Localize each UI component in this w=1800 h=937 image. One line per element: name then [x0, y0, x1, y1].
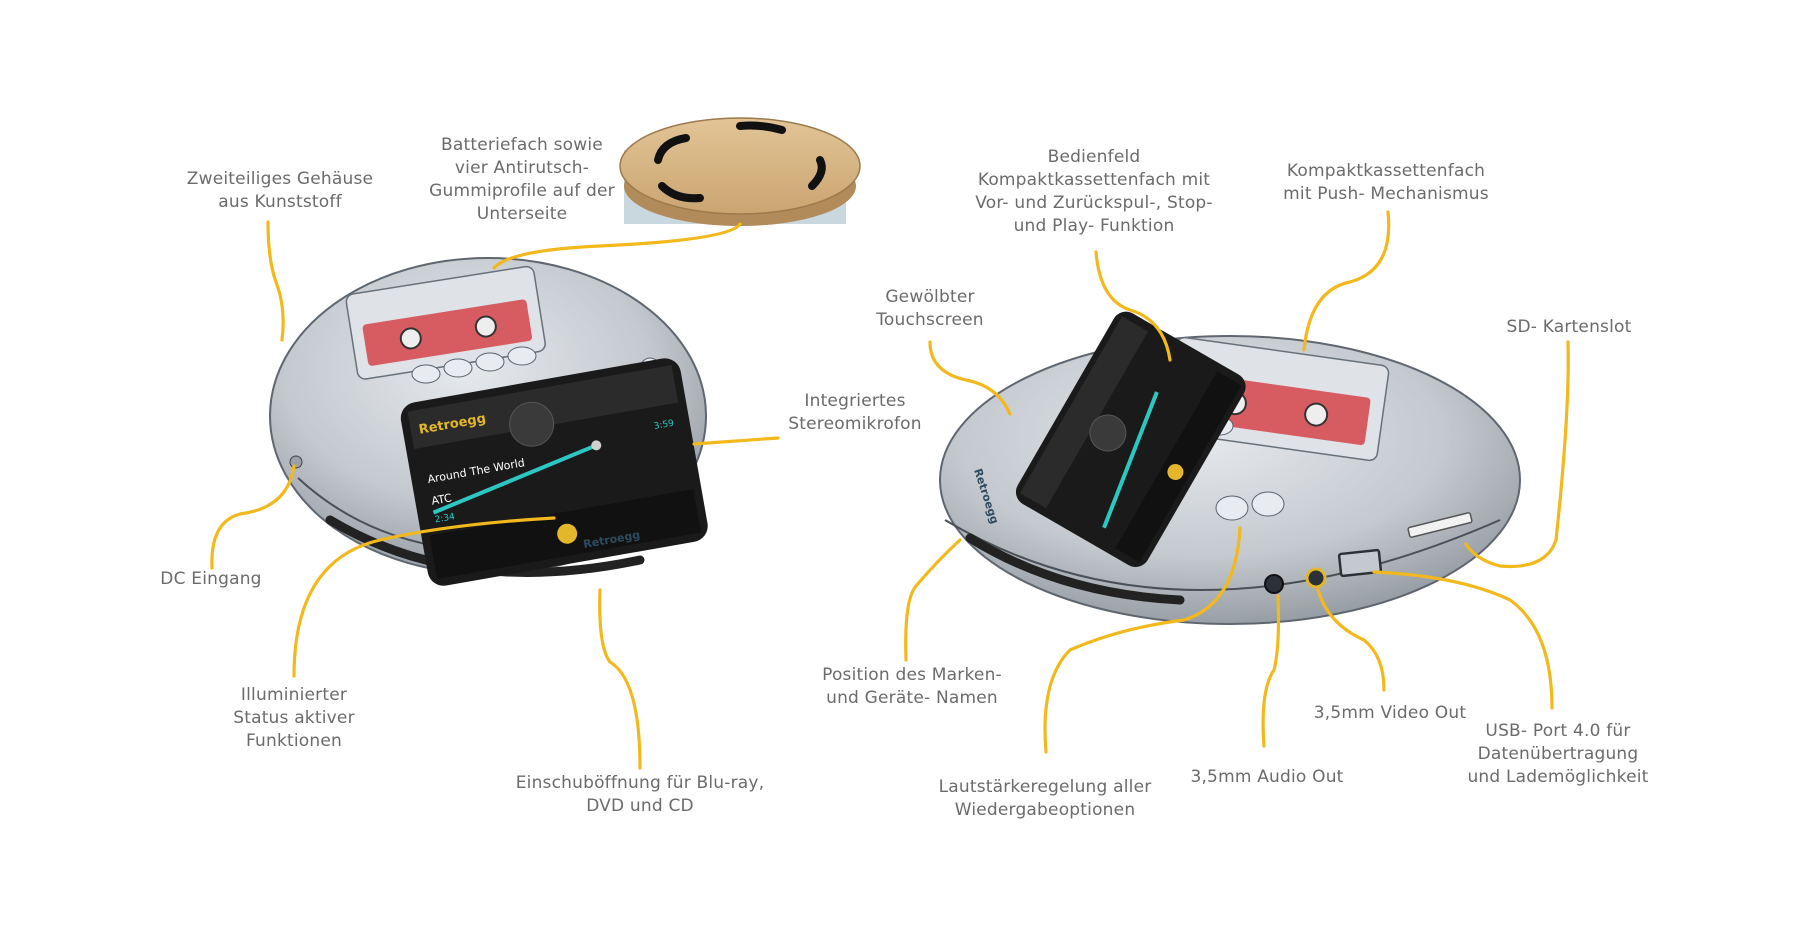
seam-line [944, 519, 1501, 591]
label-microphone: Integriertes Stereomikrofon [788, 391, 922, 434]
play-pause-icon [1089, 414, 1127, 452]
volume-down-button [1215, 495, 1249, 521]
forward-button [443, 358, 473, 378]
label-cassette-slot: Kompaktkassettenfach mit Push- Mechanism… [1283, 161, 1489, 204]
leader-cassette-slot [1302, 210, 1391, 352]
progress-bar [432, 443, 598, 515]
usb-port [1337, 548, 1383, 578]
volume-up-button [1251, 491, 1285, 517]
rubber-foot [808, 156, 826, 190]
label-sd-slot: SD- Kartenslot [1506, 317, 1632, 337]
leader-lines [210, 210, 1570, 770]
dc-jack [289, 455, 303, 469]
progress-thumb [591, 440, 602, 451]
leader-volume [1043, 526, 1242, 754]
cassette-compartment [345, 265, 546, 380]
label-touchscreen: Gewölbter Touchscreen [876, 287, 984, 330]
rubber-foot [658, 182, 704, 203]
label-disc-slot: Einschuböffnung für Blu-ray, DVD und CD [515, 773, 765, 816]
leader-battery [492, 222, 742, 270]
label-brand-position: Position des Marken- und Geräte- Namen [822, 665, 1002, 708]
record-icon [1167, 464, 1184, 481]
rubber-foot [654, 134, 690, 164]
label-video-out: 3,5mm Video Out [1313, 703, 1467, 723]
leader-usb [1372, 570, 1554, 710]
screen-panel [1015, 311, 1246, 567]
leader-control-panel [1094, 250, 1172, 362]
rewind-button [411, 364, 441, 384]
label-usb: USB- Port 4.0 für Datenübertragung und L… [1467, 721, 1649, 787]
record-icon [557, 523, 578, 544]
leader-sd-slot [1464, 340, 1570, 569]
progress-bar [1102, 391, 1159, 529]
leader-housing [266, 220, 285, 342]
left-device-illustration: Retroegg Around The World ATC 2:34 3:59 … [269, 257, 708, 586]
rubber-foot [736, 121, 786, 134]
touchscreen: Retroegg Around The World ATC 2:34 3:59 [400, 358, 708, 586]
audio-jack [1264, 574, 1284, 594]
screen-header [1020, 316, 1149, 509]
label-audio-out: 3,5mm Audio Out [1190, 767, 1344, 787]
leader-touchscreen [928, 340, 1012, 416]
leader-dc-in [210, 464, 296, 570]
touchscreen [1015, 311, 1246, 567]
stop-button [475, 352, 505, 372]
label-control-panel: Bedienfeld Kompaktkassettenfach mit Vor-… [975, 147, 1213, 236]
leader-disc-slot [598, 588, 642, 770]
label-dc-in: DC Eingang [160, 569, 262, 589]
label-battery: Batteriefach sowie vier Antirutsch- Gumm… [429, 135, 615, 224]
label-illuminated: Illuminierter Status aktiver Funktionen [233, 685, 355, 751]
right-device-illustration: Retroegg [939, 311, 1521, 625]
play-pause-icon [509, 401, 555, 447]
leader-audio-out [1261, 594, 1281, 748]
sd-slot [1407, 512, 1473, 538]
time-total: 3:59 [653, 419, 675, 432]
leader-brand-position [904, 538, 962, 662]
track-artist: ATC [430, 491, 453, 507]
leader-video-out [1316, 588, 1386, 692]
leader-microphone [692, 436, 780, 446]
time-elapsed: 2:34 [434, 512, 456, 525]
cassette-reel [1304, 402, 1329, 427]
video-jack [1305, 567, 1327, 589]
label-volume: Lautstärkeregelung aller Wiedergabeoptio… [938, 777, 1152, 820]
label-housing: Zweiteiliges Gehäuse aus Kunststoff [186, 169, 374, 212]
cassette-label [362, 299, 533, 366]
battery-underside-illustration [619, 117, 861, 226]
disc-slot [965, 533, 1185, 605]
play-button [507, 346, 537, 366]
cassette-reel [474, 315, 497, 338]
leader-illuminated [292, 516, 556, 678]
cassette-reel [399, 327, 422, 350]
